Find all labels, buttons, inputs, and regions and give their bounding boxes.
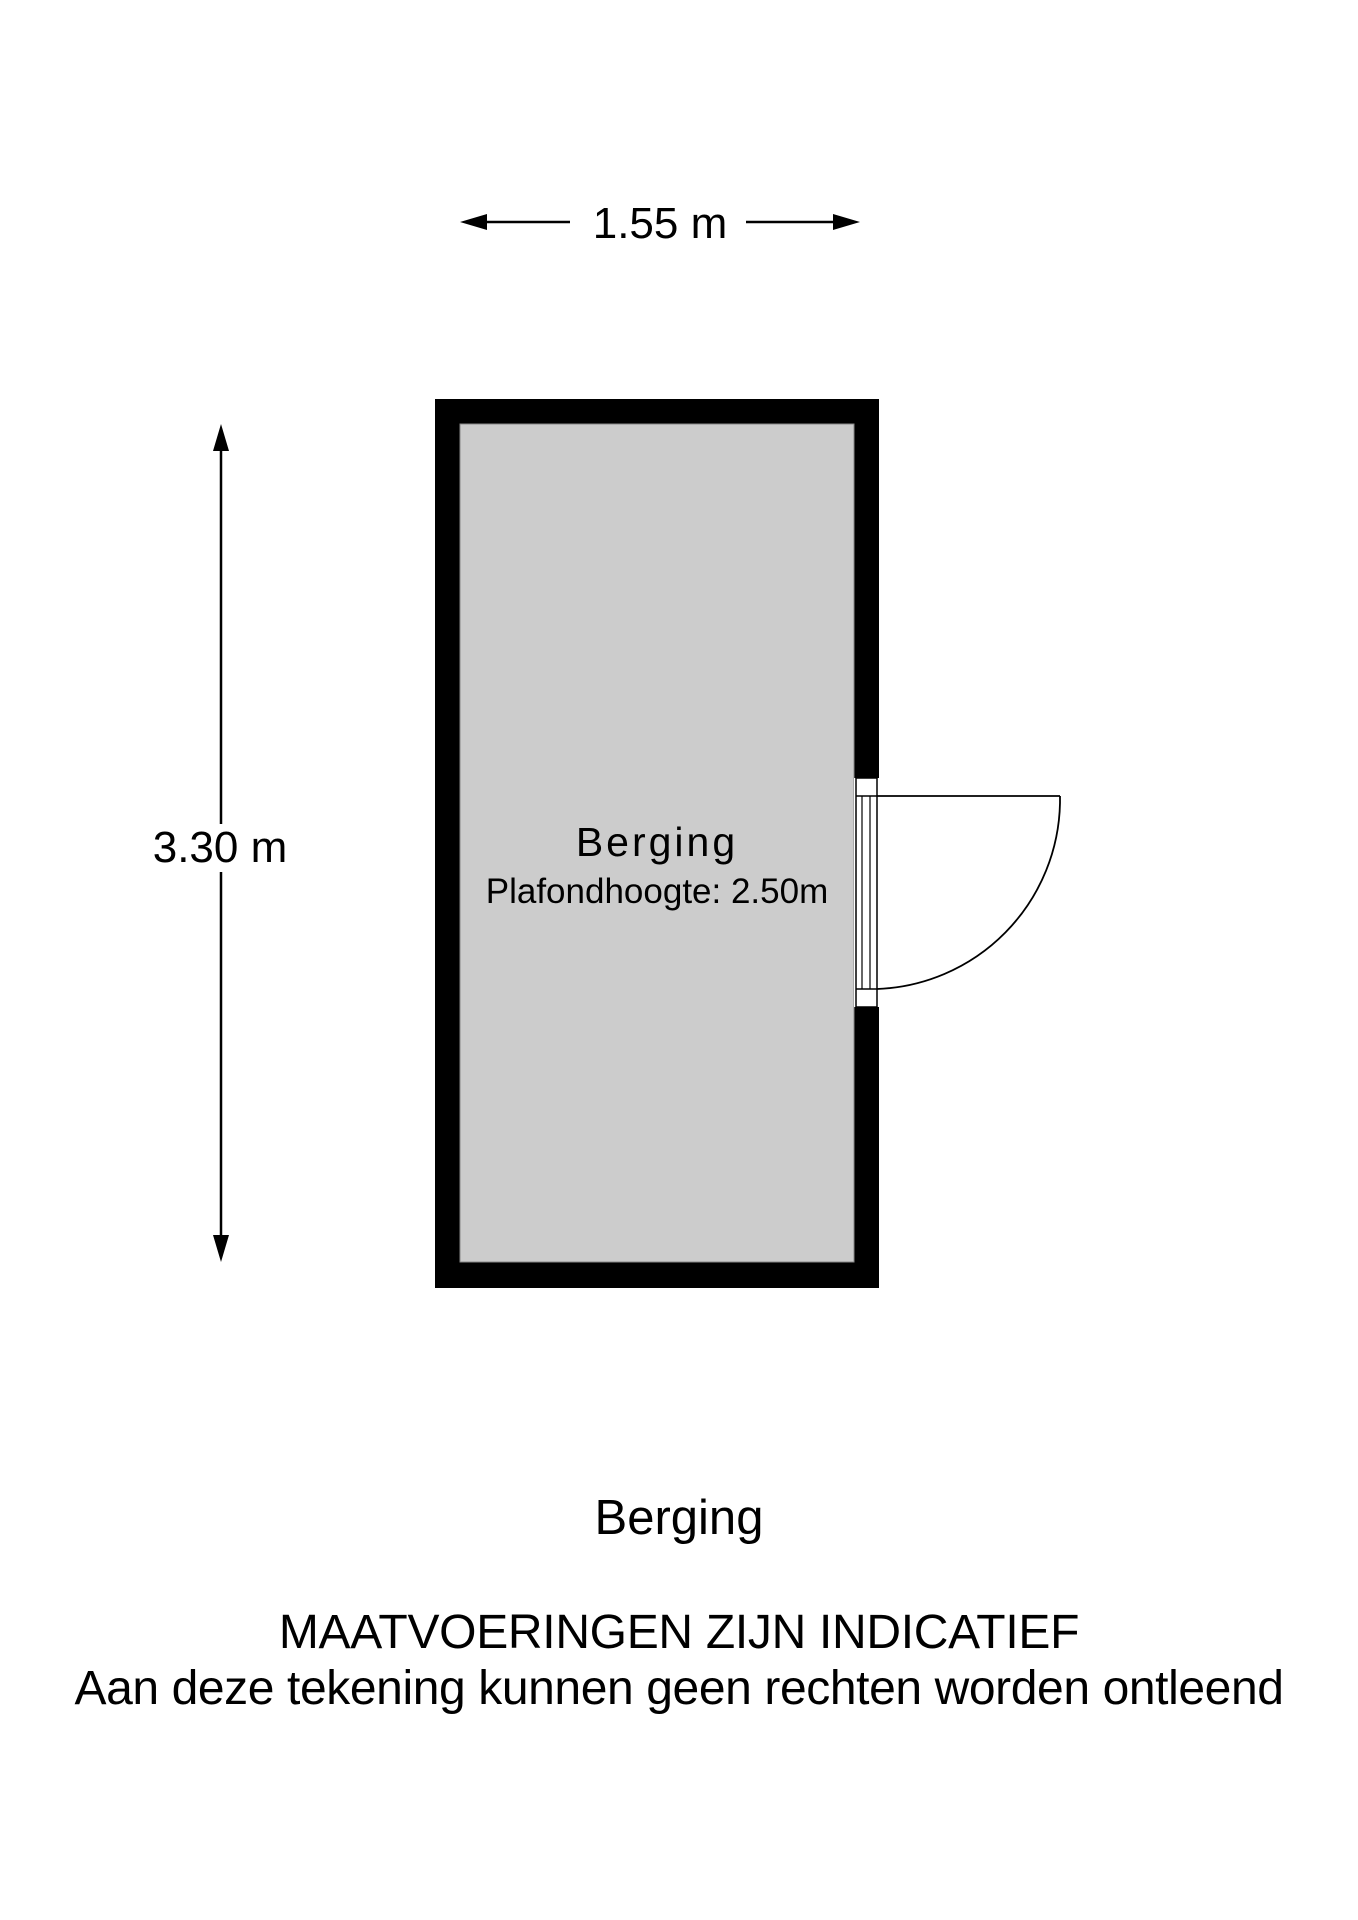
width-dimension-label: 1.55 m (592, 199, 728, 248)
room-name-label: Berging (575, 819, 739, 865)
ceiling-height-label: Plafondhoogte: 2.50m (485, 872, 829, 911)
width-dimension-arrow (460, 214, 860, 230)
height-dimension-label: 3.30 m (120, 824, 320, 872)
floorplan-title: Berging (594, 1491, 764, 1545)
dimensions-warning: MAATVOERINGEN ZIJN INDICATIEF (278, 1606, 1080, 1659)
legal-disclaimer: Aan deze tekening kunnen geen rechten wo… (74, 1662, 1284, 1715)
door-symbol (856, 795, 1061, 990)
room-walls (435, 399, 880, 1288)
